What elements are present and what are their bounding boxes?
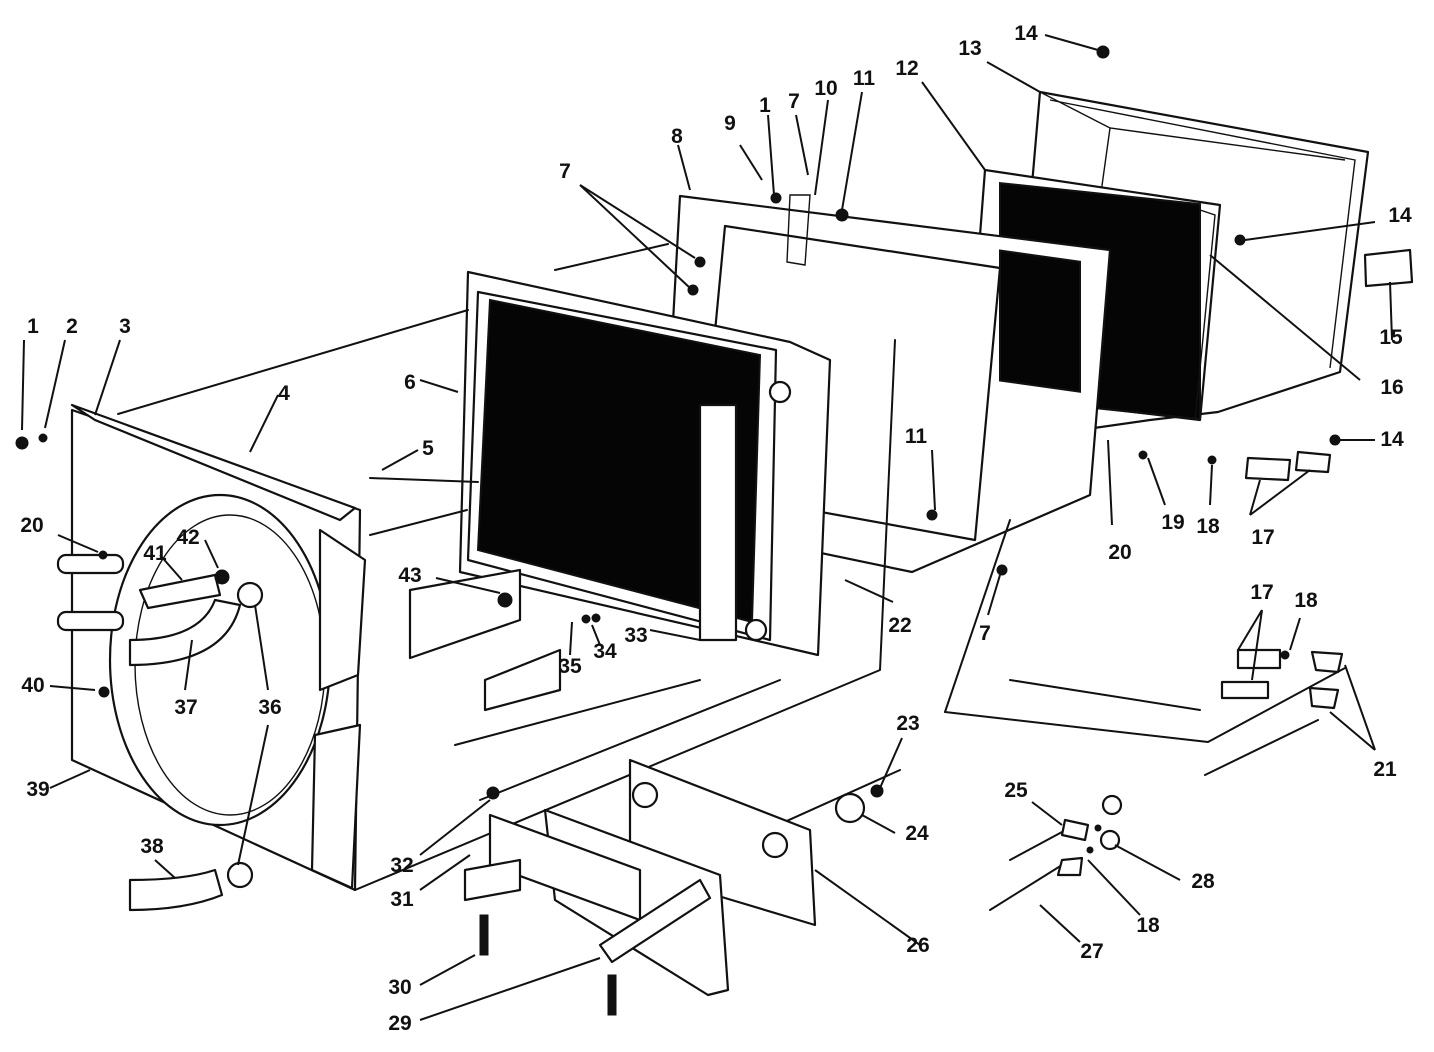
callout-14b: 14 — [1388, 204, 1412, 227]
callout-26: 26 — [906, 934, 929, 957]
callout-1b: 1 — [759, 94, 771, 117]
callout-18b: 18 — [1294, 589, 1318, 612]
callout-4: 4 — [278, 382, 290, 405]
radiator — [458, 270, 832, 657]
callout-labels: 1 2 3 4 5 6 7 8 9 1 7 10 11 12 13 14 14 … — [20, 22, 1412, 1035]
fan-shroud — [56, 403, 367, 892]
lower-mounts — [408, 568, 866, 997]
callout-31: 31 — [390, 888, 414, 911]
leader-lines — [21, 34, 1393, 1021]
callout-32: 32 — [390, 854, 413, 877]
callout-18c: 18 — [1136, 914, 1160, 937]
callout-11a: 11 — [853, 67, 876, 90]
base-frame — [117, 243, 1346, 891]
hardware — [15, 45, 1341, 1016]
callout-8: 8 — [671, 125, 683, 148]
callout-35: 35 — [558, 655, 582, 678]
callout-17a: 17 — [1251, 526, 1274, 549]
callout-22: 22 — [888, 614, 911, 637]
label-plate — [1363, 248, 1414, 288]
callout-12: 12 — [895, 57, 918, 80]
hoses — [128, 569, 264, 912]
callout-15: 15 — [1379, 326, 1403, 349]
callout-24: 24 — [905, 822, 929, 845]
callout-27: 27 — [1080, 940, 1103, 963]
callout-38: 38 — [140, 835, 164, 858]
callout-41: 41 — [143, 542, 167, 565]
callout-5: 5 — [422, 437, 434, 460]
callout-43: 43 — [398, 564, 421, 587]
callout-1: 1 — [27, 315, 39, 338]
callout-33: 33 — [624, 624, 647, 647]
callout-7a: 7 — [559, 160, 571, 183]
callout-10: 10 — [814, 77, 837, 100]
callout-6: 6 — [404, 371, 416, 394]
callout-37: 37 — [174, 696, 197, 719]
callout-20b: 20 — [20, 514, 43, 537]
fittings — [989, 450, 1344, 911]
callout-2: 2 — [66, 315, 78, 338]
callout-14a: 14 — [1014, 22, 1038, 45]
callout-34: 34 — [593, 640, 617, 663]
callout-42: 42 — [176, 526, 199, 549]
callout-39: 39 — [26, 778, 49, 801]
callout-20a: 20 — [1108, 541, 1131, 564]
callout-16: 16 — [1380, 376, 1403, 399]
callout-36: 36 — [258, 696, 281, 719]
callout-14c: 14 — [1380, 428, 1404, 451]
callout-3: 3 — [119, 315, 131, 338]
callout-17b: 17 — [1250, 581, 1273, 604]
callout-25: 25 — [1004, 779, 1028, 802]
callout-29: 29 — [388, 1012, 411, 1035]
callout-11b: 11 — [905, 425, 928, 448]
callout-13: 13 — [958, 37, 981, 60]
callout-23: 23 — [896, 712, 919, 735]
callout-28: 28 — [1191, 870, 1215, 893]
callout-9: 9 — [724, 112, 736, 135]
callout-19: 19 — [1161, 511, 1184, 534]
callout-18a: 18 — [1196, 515, 1220, 538]
callout-40: 40 — [21, 674, 44, 697]
callout-7b: 7 — [788, 90, 800, 113]
callout-30: 30 — [388, 976, 411, 999]
callout-7c: 7 — [979, 622, 991, 645]
callout-21: 21 — [1373, 758, 1397, 781]
